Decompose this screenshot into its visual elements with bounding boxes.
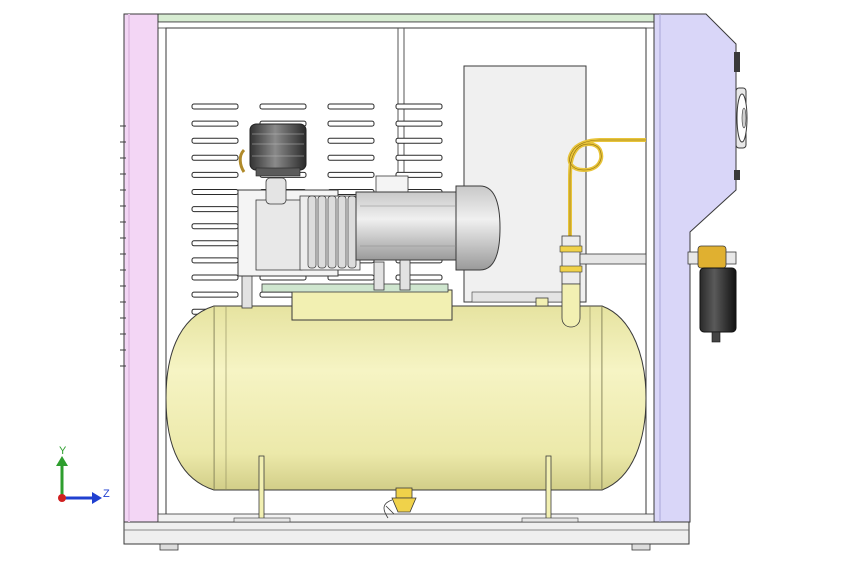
air-receiver-tank <box>165 297 647 491</box>
drain-valve <box>383 487 417 519</box>
coordinate-triad: Y Z <box>56 445 110 504</box>
louver-slot <box>259 103 307 110</box>
check-valve-tee <box>559 235 647 328</box>
louver-slot <box>327 120 375 127</box>
intake-air-filter <box>238 123 307 177</box>
louver-slot <box>395 154 443 161</box>
louver-slot <box>191 171 239 178</box>
louver-slot <box>191 291 239 298</box>
discharge-coil <box>567 138 646 236</box>
louver-slot <box>395 137 443 144</box>
x-axis-dot <box>58 494 66 502</box>
louver-slot <box>191 154 239 161</box>
y-axis-label: Y <box>59 445 67 457</box>
louver-slot <box>327 154 375 161</box>
louver-slot <box>191 223 239 230</box>
louver-slot <box>191 189 239 195</box>
louver-slot <box>191 103 239 110</box>
cylinder-fins <box>307 195 357 269</box>
louver-slot <box>191 120 239 127</box>
z-axis-arrowhead <box>92 492 102 504</box>
louver-slot <box>327 103 375 110</box>
left-side-panel <box>123 13 159 523</box>
louver-slot <box>327 137 375 144</box>
top-frame <box>157 13 655 29</box>
louver-slot <box>191 137 239 144</box>
pressure-gauge <box>734 52 748 180</box>
louver-slot <box>395 103 443 110</box>
louver-slot <box>395 120 443 127</box>
y-axis-arrowhead <box>56 456 68 466</box>
right-side-panel <box>653 13 737 523</box>
louver-slot <box>191 257 239 264</box>
louver-slot <box>191 274 239 281</box>
electric-motor <box>355 185 501 271</box>
tank-legs <box>233 455 579 523</box>
louver-slot <box>327 171 375 178</box>
compressor-base-plate <box>261 283 453 321</box>
compressor-pump <box>237 175 409 277</box>
louver-slot <box>191 240 239 247</box>
z-axis-label: Z <box>103 488 110 500</box>
base-skid <box>123 521 690 551</box>
outlet-filter-regulator <box>687 245 737 343</box>
louver-slot <box>191 206 239 213</box>
compressor-supports <box>241 249 411 309</box>
